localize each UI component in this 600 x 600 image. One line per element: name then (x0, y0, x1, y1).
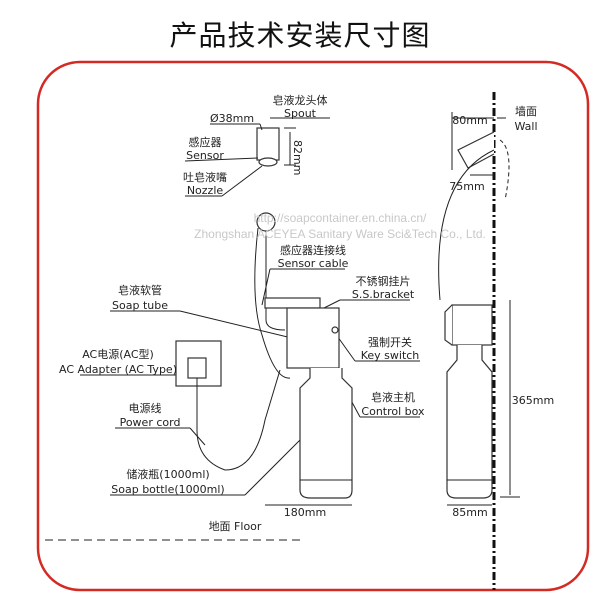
side-width-label: 85mm (452, 506, 487, 519)
leader-lines (80, 117, 420, 496)
power-cord-label-cn: 电源线 (129, 401, 162, 415)
key-switch-label-en: Key switch (361, 349, 420, 362)
control-box (286, 307, 340, 369)
spout-label-cn: 皂液龙头体 (273, 93, 328, 107)
nozzle-label-en: Nozzle (187, 184, 224, 197)
sensor-cable-label-en: Sensor cable (278, 257, 349, 270)
control-box-label-cn: 皂液主机 (371, 390, 415, 404)
watermark-url: http://soapcontainer.en.china.cn/ (254, 211, 427, 225)
spout-label-en: Spout (284, 107, 317, 120)
front-width-label: 180mm (284, 506, 326, 519)
power-cord (196, 369, 281, 471)
diameter-label: Ø38mm (210, 112, 254, 125)
watermark-company: Zhongshan ACEYEA Sanitary Ware Sci&Tech … (194, 227, 486, 241)
control-box-label-en: Control box (361, 405, 425, 418)
side-view (438, 112, 556, 506)
bottle-label-cn: 储液瓶(1000ml) (126, 467, 209, 481)
nozzle-label-cn: 吐皂液嘴 (183, 170, 227, 184)
spout-front (256, 127, 296, 167)
bracket-label-cn: 不锈钢挂片 (356, 274, 411, 288)
key-switch[interactable] (331, 326, 339, 334)
wall-label-en: Wall (514, 120, 537, 133)
ac-adapter-label-cn: AC电源(AC型) (82, 347, 154, 361)
nozzle-reach-label: 75mm (449, 180, 484, 193)
sensor-label-en: Sensor (186, 149, 224, 162)
bottle-label-en: Soap bottle(1000ml) (111, 483, 224, 496)
ac-adapter-label-en: AC Adapter (AC Type) (59, 363, 177, 376)
bracket-label-en: S.S.bracket (352, 288, 415, 301)
wall-label-cn: 墙面 (515, 104, 537, 118)
key-switch-label-cn: 强制开关 (368, 335, 412, 349)
ac-adapter (187, 357, 207, 379)
sensor-label-cn: 感应器 (189, 135, 222, 149)
power-cord-label-en: Power cord (120, 416, 181, 429)
red-frame (36, 60, 590, 592)
floor-label: 地面 Floor (209, 520, 262, 533)
total-height-label: 365mm (512, 394, 554, 407)
soap-tube-label-cn: 皂液软管 (118, 283, 162, 297)
soap-tube (254, 227, 291, 379)
spout-reach-label: 80mm (452, 114, 487, 127)
ss-bracket (264, 297, 321, 309)
sensor-cable-label-cn: 感应器连接线 (280, 243, 346, 257)
page-title: 产品技术安装尺寸图 (169, 19, 431, 52)
sensor-cable (265, 231, 286, 331)
soap-tube-label-en: Soap tube (112, 299, 168, 312)
spout-height-label: 82mm (291, 140, 304, 175)
soap-bottle-front (299, 368, 353, 499)
